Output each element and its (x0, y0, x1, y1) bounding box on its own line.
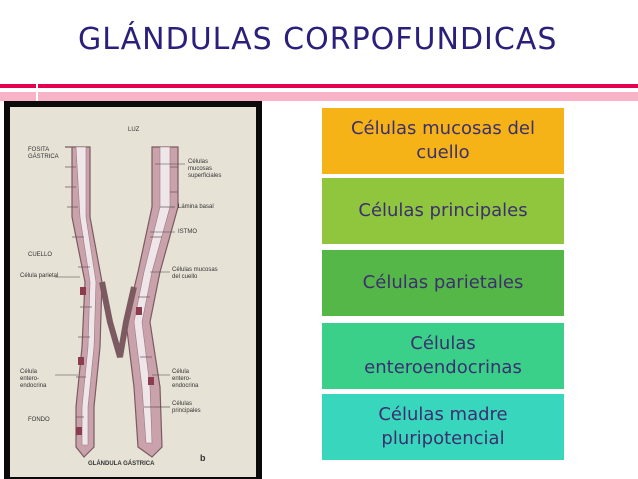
leader-lines (55, 163, 185, 408)
title-divider (0, 84, 638, 101)
label-panel-b: b (200, 453, 206, 463)
divider-light-band (0, 92, 638, 101)
label-entero-right-3: endocrina (172, 383, 199, 389)
label-mucosas-sup-2: mucosas (188, 166, 213, 172)
label-fondo: FONDO (28, 417, 50, 423)
label-entero-right-2: entero- (172, 376, 192, 382)
label-cuello: CUELLO (28, 252, 53, 258)
label-gastrica: GÁSTRICA (28, 154, 59, 160)
label-entero-left-3: endocrina (20, 383, 47, 389)
cell-type-box-parietales: Células parietales (322, 250, 564, 316)
divider-dark-band (0, 84, 638, 88)
label-mucosas-sup-3: superficiales (188, 173, 222, 179)
gastric-gland-illustration: LUZ FOSITA GÁSTRICA Células mucosas supe… (4, 101, 262, 479)
gland-middle-loop (99, 281, 137, 358)
illustration-canvas: LUZ FOSITA GÁSTRICA Células mucosas supe… (10, 107, 256, 477)
gland-cell-segments (65, 166, 178, 418)
cell-type-box-enteroendocrinas: Células enteroendocrinas (322, 323, 564, 389)
divider-notch (36, 84, 38, 101)
label-entero-left-2: entero- (20, 376, 40, 382)
label-fosita: FOSITA (28, 147, 50, 153)
label-entero-right-1: Célula (172, 369, 190, 375)
label-mucosas-cuello-2: del cuello (172, 274, 198, 280)
label-entero-left-1: Célula (20, 369, 38, 375)
parietal-cell-marks (76, 287, 154, 435)
gland-drawing (55, 146, 185, 458)
label-mucosas-sup-1: Células (188, 159, 209, 165)
label-luz: LUZ (128, 127, 140, 133)
label-parietal: Célula parietal (20, 273, 59, 279)
label-glandula-gastrica: GLÁNDULA GÁSTRICA (88, 461, 155, 467)
label-mucosas-cuello-1: Células mucosas (172, 267, 218, 273)
slide-title: GLÁNDULAS CORPOFUNDICAS (78, 22, 558, 57)
gland-left-wall (65, 146, 103, 458)
label-istmo: ISTMO (178, 229, 197, 235)
label-principales-1: Células (172, 401, 193, 407)
label-lamina-basal: Lámina basal (178, 204, 214, 210)
label-principales-2: principales (172, 408, 201, 414)
cell-type-box-principales: Células principales (322, 178, 564, 244)
cell-type-box-mucosas-cuello: Células mucosas del cuello (322, 108, 564, 174)
cell-type-box-madre-pluripotencial: Células madre pluripotencial (322, 394, 564, 460)
gland-left-lumen (75, 146, 97, 446)
